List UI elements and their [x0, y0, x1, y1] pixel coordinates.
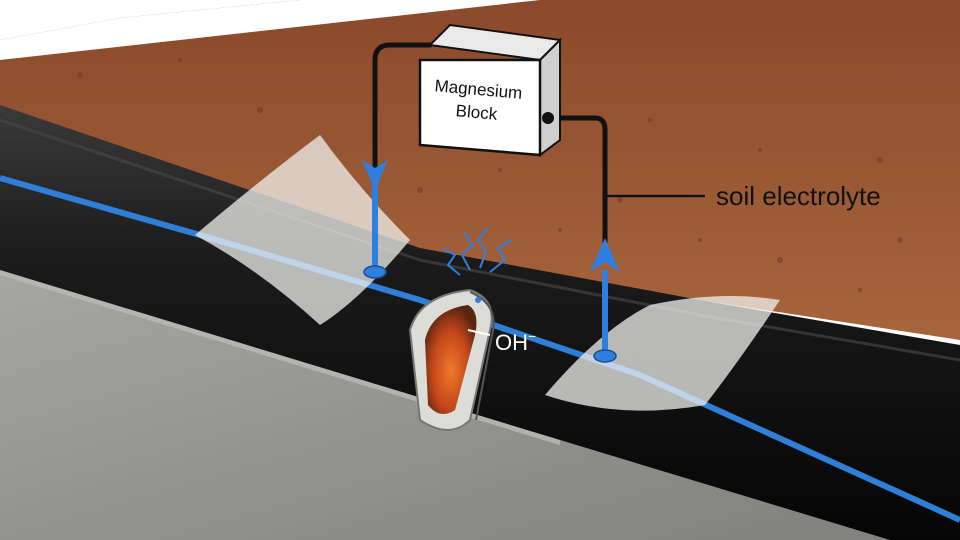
current-arrow-up-icon	[590, 238, 620, 363]
corrosion-pit	[408, 288, 495, 431]
hydroxide-ion-callout: OH−	[467, 328, 536, 355]
soil-layer	[0, 0, 960, 340]
spark-icon	[441, 227, 513, 303]
hydroxide-ion-label: OH−	[495, 328, 536, 355]
soil-electrolyte-label: soil electrolyte	[716, 181, 881, 211]
protective-coating-patches	[195, 135, 780, 411]
ion-charge: −	[528, 328, 536, 344]
magnesium-block: Magnesium Block	[418, 23, 563, 157]
connecting-wire	[372, 42, 608, 273]
ion-symbol: OH	[495, 330, 528, 355]
pipe-blue-stripe	[0, 175, 960, 523]
soil-electrolyte-callout: soil electrolyte	[607, 181, 881, 211]
anode-label-line2: Block	[455, 101, 499, 124]
current-arrow-down-icon	[362, 160, 388, 279]
